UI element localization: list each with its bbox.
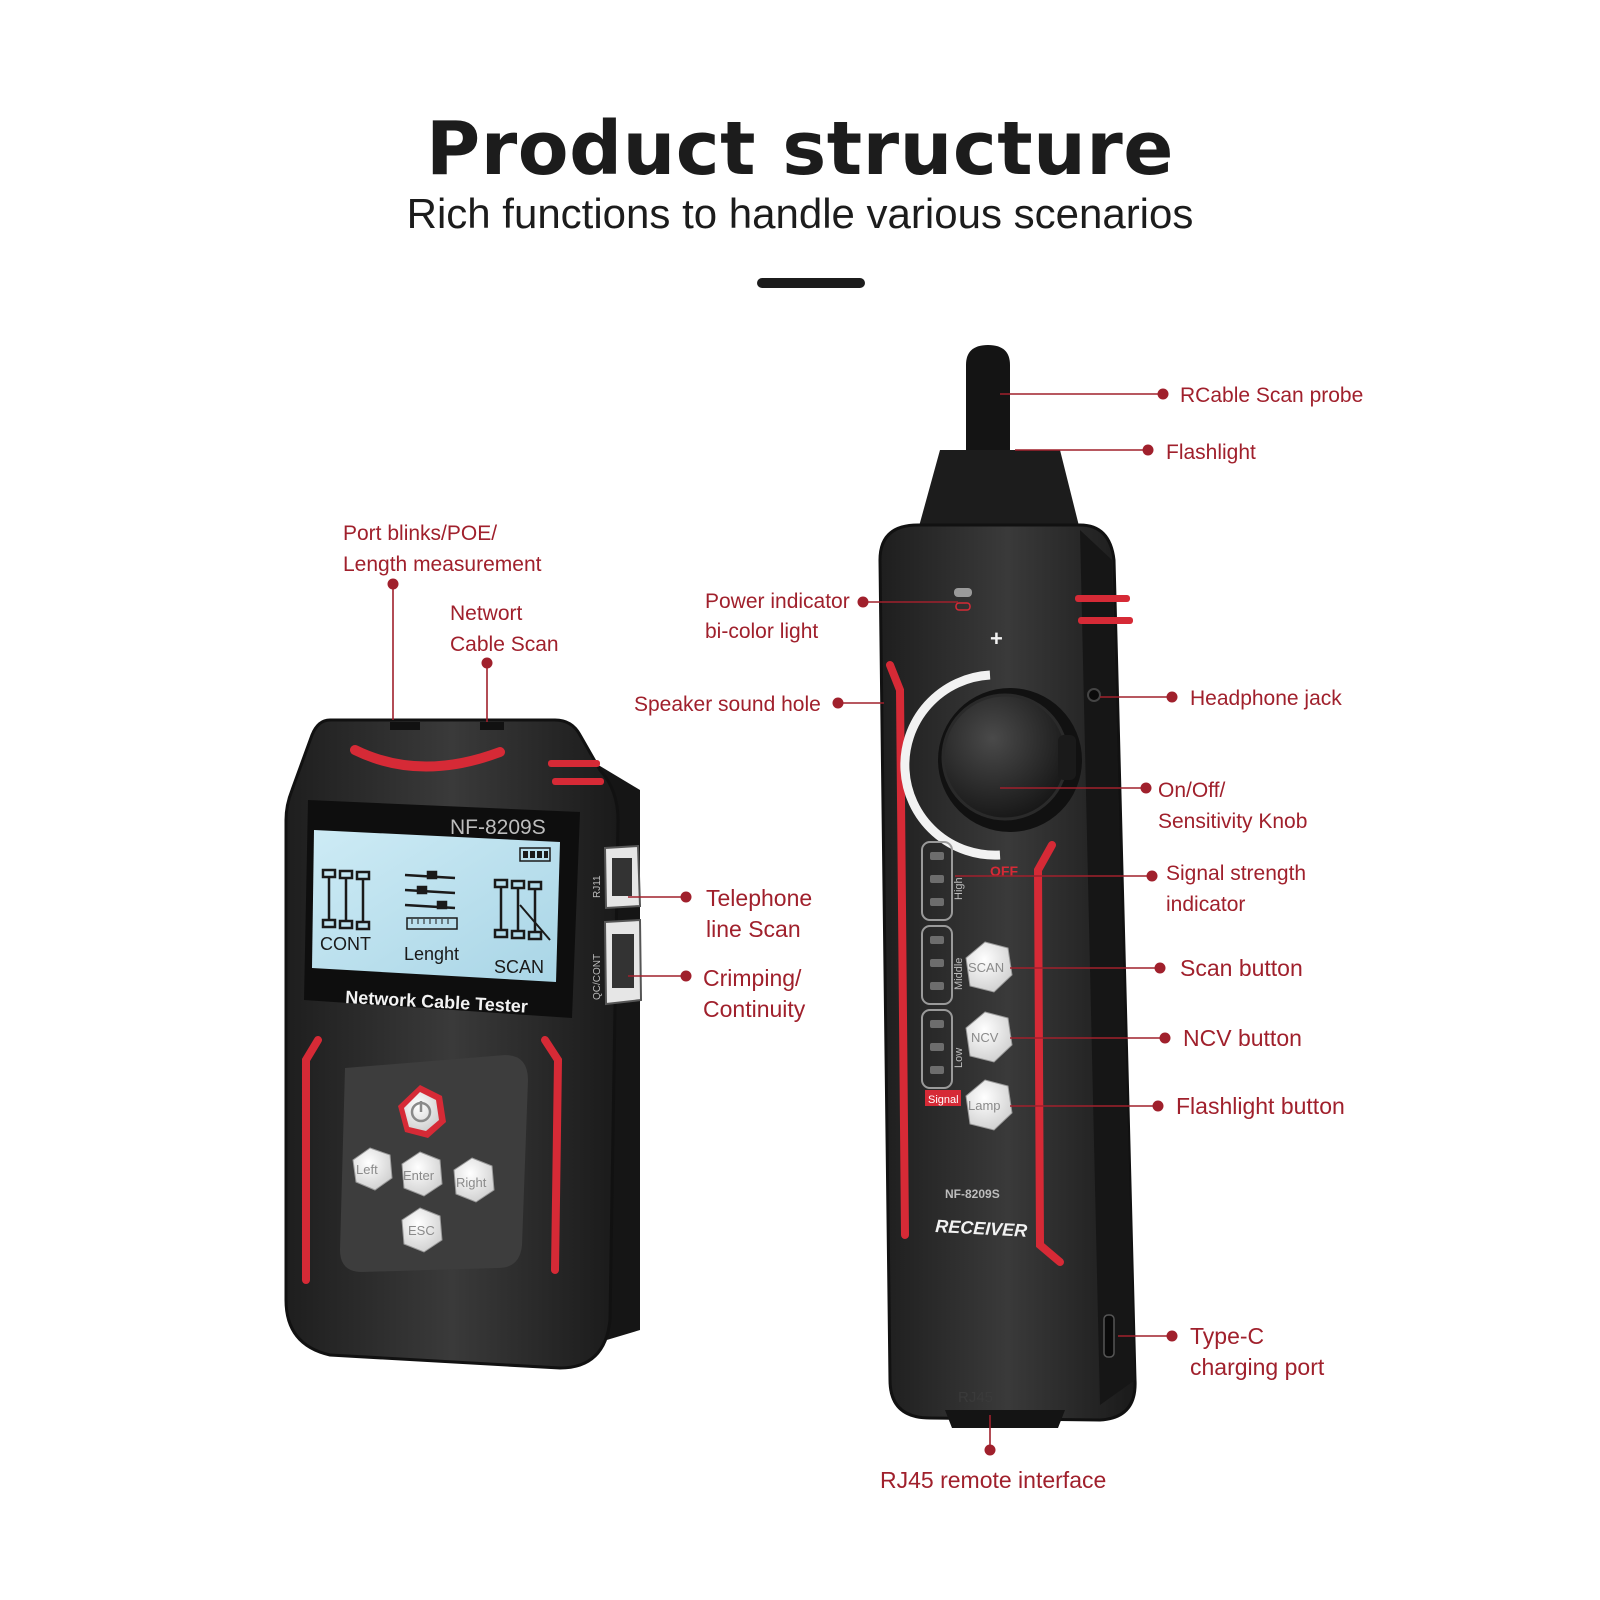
rj11-port[interactable] (603, 844, 642, 910)
tester-model: NF-8209S (450, 816, 546, 839)
knob-off-label: OFF (990, 863, 1018, 879)
callout-signal-line1: Signal strength (1166, 862, 1306, 885)
esc-button[interactable]: ESC (401, 1207, 443, 1253)
svg-text:ESC: ESC (408, 1223, 435, 1238)
network-cable-tester: CONT Lenght SCAN NF-8209S Network Cable … (284, 718, 643, 1370)
ncv-button[interactable]: NCV (965, 1011, 1013, 1063)
callout-typec-line1: Type-C (1190, 1323, 1264, 1349)
sensitivity-knob[interactable] (938, 688, 1082, 832)
screen-cont-label: CONT (320, 934, 371, 954)
cont-icon (321, 868, 371, 931)
callout-power-line1: Power indicator (705, 590, 850, 613)
length-icon (404, 870, 458, 930)
screen-scan-label: SCAN (494, 957, 544, 977)
svg-text:SCAN: SCAN (968, 960, 1004, 975)
rj45-port-label: QC/CONT (592, 954, 603, 1000)
left-button[interactable]: Left (352, 1147, 393, 1191)
receiver-device: + OFF High Middle Low Signal (878, 345, 1137, 1428)
callout-crimping-line2: Continuity (703, 996, 806, 1022)
rj11-port-label: RJ11 (592, 875, 603, 898)
callout-speaker: Speaker sound hole (634, 693, 821, 716)
callout-port-blinks-line2: Length measurement (343, 553, 542, 576)
callout-ncv-button: NCV button (1183, 1025, 1302, 1051)
callout-crimping-line1: Crimping/ (703, 965, 802, 991)
type-c-port[interactable] (1103, 1314, 1115, 1358)
knob-scale-arc (900, 670, 1001, 860)
signal-tag (925, 1090, 961, 1106)
callout-typec-line2: charging port (1190, 1354, 1325, 1380)
page-subtitle: Rich functions to handle various scenari… (406, 190, 1194, 237)
callout-leaders (387, 388, 1178, 1456)
enter-button[interactable]: Enter (401, 1151, 443, 1197)
rj45-remote-interface[interactable] (945, 1410, 1065, 1428)
knob-plus: + (990, 626, 1003, 651)
level-middle: Middle (953, 958, 965, 990)
signal-tag-text: Signal (928, 1094, 959, 1106)
flashlight-head (918, 450, 1080, 530)
scan-button[interactable]: SCAN (965, 941, 1013, 993)
callout-telephone-line1: Telephone (706, 885, 812, 911)
signal-strength-indicator (921, 841, 953, 1089)
callout-flashlight: Flashlight (1166, 441, 1256, 464)
svg-text:Right: Right (456, 1175, 487, 1190)
scan-icon (493, 878, 551, 941)
svg-text:Enter: Enter (403, 1168, 435, 1183)
level-low: Low (953, 1048, 965, 1068)
title-divider (757, 278, 865, 288)
screen-length-label: Lenght (404, 944, 459, 964)
callout-knob-line1: On/Off/ (1158, 779, 1225, 802)
power-button[interactable] (398, 1085, 446, 1138)
power-indicator-light (954, 588, 972, 597)
svg-text:Lamp: Lamp (968, 1098, 1001, 1113)
rj45-port-text: RJ45 (958, 1389, 993, 1406)
page-title: Product structure (426, 106, 1174, 192)
scan-probe (966, 345, 1010, 455)
receiver-model: NF-8209S (945, 1187, 1000, 1201)
receiver-name: RECEIVER (935, 1216, 1028, 1241)
right-button[interactable]: Right (453, 1157, 495, 1203)
callout-knob-line2: Sensitivity Knob (1158, 810, 1307, 833)
svg-text:NCV: NCV (971, 1030, 999, 1045)
callout-signal-line2: indicator (1166, 893, 1245, 916)
callout-flashlight-button: Flashlight button (1176, 1093, 1345, 1119)
svg-text:Left: Left (356, 1162, 378, 1177)
callout-headphone: Headphone jack (1190, 687, 1342, 710)
level-high: High (953, 877, 965, 900)
battery-icon (519, 847, 551, 862)
callout-telephone-line2: line Scan (706, 916, 801, 942)
callout-probe: RCable Scan probe (1180, 384, 1363, 407)
callout-network-scan-line2: Cable Scan (450, 633, 559, 656)
callout-port-blinks-line1: Port blinks/POE/ (343, 522, 497, 545)
rj45-port[interactable] (603, 918, 643, 1006)
headphone-jack[interactable] (1087, 688, 1101, 702)
callout-network-scan-line1: Networt (450, 602, 523, 625)
power-icon (955, 602, 971, 611)
callout-rj45: RJ45 remote interface (880, 1467, 1106, 1493)
callout-scan-button: Scan button (1180, 955, 1303, 981)
lamp-button[interactable]: Lamp (965, 1079, 1013, 1131)
callout-power-line2: bi-color light (705, 620, 818, 643)
